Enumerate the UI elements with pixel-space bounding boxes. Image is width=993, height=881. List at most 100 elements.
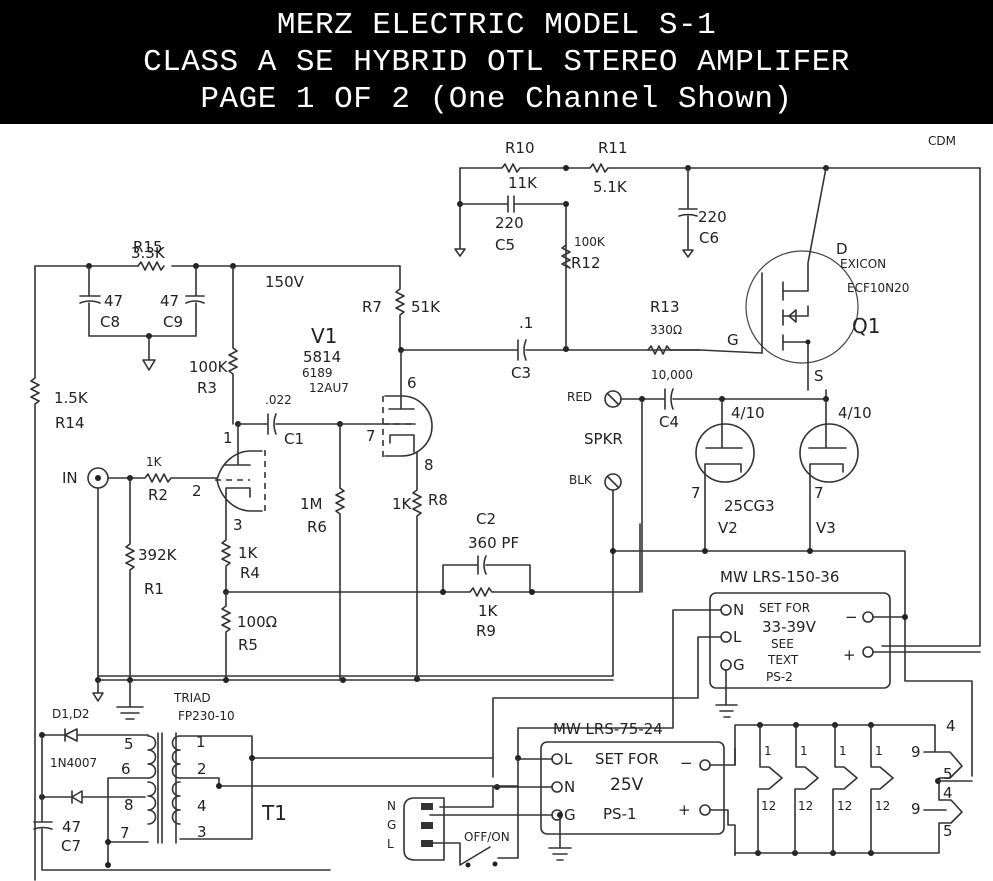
r2-name: R2 <box>148 486 168 504</box>
diode-part: 1N4007 <box>50 756 97 770</box>
ps2-box <box>709 592 891 689</box>
heater-4-pin-bottom: 12 <box>875 799 890 813</box>
v23-pin-b: 9 <box>911 743 921 761</box>
r7-name: R7 <box>362 298 382 316</box>
r15-name: R15 <box>133 238 163 256</box>
v1-type-1: 5814 <box>303 348 341 366</box>
heater-1: 1 12 <box>755 722 783 856</box>
input-section: IN 1K R2 392K R1 <box>62 455 614 720</box>
v2-pin-top: 4/10 <box>731 404 765 422</box>
ps1-note-3: PS-1 <box>603 805 637 823</box>
ps1-box <box>540 741 725 835</box>
c7-name: C7 <box>61 837 81 855</box>
r12-name: R12 <box>571 254 601 272</box>
ps2-terminal-n: N <box>733 601 744 619</box>
r12-resistor <box>561 203 571 350</box>
ps1-note-2: 25V <box>610 775 644 795</box>
mains-l: L <box>387 837 394 851</box>
ps2-note-4: TEXT <box>767 653 799 667</box>
switch-label: OFF/ON <box>464 830 510 844</box>
r5-value: 100Ω <box>237 613 277 631</box>
r4-name: R4 <box>240 564 260 582</box>
v1-second-stage: R7 51K 6 7 8 1K R8 <box>339 265 448 680</box>
v2-name: V2 <box>718 519 738 537</box>
v3-tube <box>799 423 859 483</box>
c5-capacitor <box>459 195 567 213</box>
c4-value: 10,000 <box>651 368 693 382</box>
power-switch[interactable] <box>432 842 491 866</box>
iec-inlet <box>403 797 445 861</box>
heater-1-pin-bottom: 12 <box>761 799 776 813</box>
ps2-terminal-g: G <box>733 656 745 674</box>
r6-value: 1M <box>300 495 323 513</box>
heater-3-pin-top: 1 <box>839 744 847 758</box>
chassis-ground <box>116 679 144 720</box>
ps2-note-5: PS-2 <box>766 670 793 684</box>
diode-names: D1,D2 <box>52 707 90 721</box>
r11-name: R11 <box>598 139 628 157</box>
mains-inlet: N G L OFF/ON <box>387 797 510 868</box>
v3-pin-bottom: 7 <box>814 484 824 502</box>
c6-value: 220 <box>698 208 727 226</box>
r6-name: R6 <box>307 518 327 536</box>
ps1-model: MW LRS-75-24 <box>553 720 663 738</box>
c5-name: C5 <box>495 236 515 254</box>
r8-resistor <box>412 451 422 680</box>
ps2-note-1: SET FOR <box>759 601 810 615</box>
v2-tube <box>695 423 755 483</box>
c6-capacitor <box>678 167 698 258</box>
r12-value: 100K <box>574 235 606 249</box>
diode-d2 <box>41 790 146 804</box>
v23-pin-c: 5 <box>943 765 953 783</box>
r7-resistor <box>395 265 405 351</box>
c3-capacitor <box>400 339 701 361</box>
title-line-2: CLASS A SE HYBRID OTL STEREO AMPLIFER <box>143 45 850 80</box>
spkr-label: SPKR <box>584 430 623 448</box>
v1-type-2: 6189 <box>302 366 333 380</box>
schematic-diagram: CDM R15 3.3K 47 C8 47 C9 150V 1.5K R14 1… <box>30 134 981 881</box>
heater-3: 1 12 <box>830 722 858 856</box>
r2-value: 1K <box>146 455 163 469</box>
r7-value: 51K <box>411 298 441 316</box>
r8-name: R8 <box>428 491 448 509</box>
power-supply-ps2: MW LRS-150-36 N L G SET FOR 33-39V SEE T… <box>492 568 981 778</box>
c1-capacitor <box>237 413 341 435</box>
diode-d1 <box>41 728 149 742</box>
v1-pin-7: 7 <box>366 427 376 445</box>
t1-maker: TRIAD <box>173 691 211 705</box>
ps1-note-1: SET FOR <box>595 750 659 768</box>
q1-mosfet: D G S EXICON ECF10N20 Q1 <box>727 167 909 391</box>
c2-value: 360 PF <box>468 534 519 552</box>
title-line-3: PAGE 1 OF 2 (One Channel Shown) <box>200 82 793 117</box>
author-initials: CDM <box>928 134 956 148</box>
r14-value: 1.5K <box>54 389 89 407</box>
mains-n: N <box>387 799 396 813</box>
heater-2-pin-bottom: 12 <box>798 799 813 813</box>
ps1-terminal-g: G <box>564 806 576 824</box>
mains-g: G <box>387 818 396 832</box>
v2-type: 25CG3 <box>724 497 775 515</box>
heater-2: 1 12 <box>792 722 819 856</box>
q1-part: ECF10N20 <box>847 281 909 295</box>
c2-name: C2 <box>476 510 496 528</box>
v3-name: V3 <box>816 519 836 537</box>
v2-pin-bottom: 7 <box>691 484 701 502</box>
spkr-blk-label: BLK <box>569 473 593 487</box>
r15-resistor <box>137 261 165 271</box>
feedback-network: C2 360 PF 1K R9 <box>440 510 641 640</box>
c5-value: 220 <box>495 214 524 232</box>
r15-value-label: 3.3K <box>131 244 166 262</box>
v23-pin-f: 5 <box>943 822 953 840</box>
schematic-title-banner: MERZ ELECTRIC MODEL S-1 CLASS A SE HYBRI… <box>0 0 993 124</box>
r4-resistor <box>221 499 231 593</box>
r4-value: 1K <box>238 544 259 562</box>
q1-gate-label: G <box>727 331 739 349</box>
input-label: IN <box>62 469 78 487</box>
rail-voltage-label: 150V <box>265 273 305 291</box>
c4-name: C4 <box>659 413 679 431</box>
heater-transformer: TRIAD FP230-10 D1,D2 1N4007 47 C7 5 6 8 … <box>33 691 519 871</box>
r10-value: 11K <box>508 174 538 192</box>
t1-pin-4: 4 <box>197 797 207 815</box>
v1-pin-8: 8 <box>424 456 434 474</box>
r3-value: 100K <box>189 358 229 376</box>
